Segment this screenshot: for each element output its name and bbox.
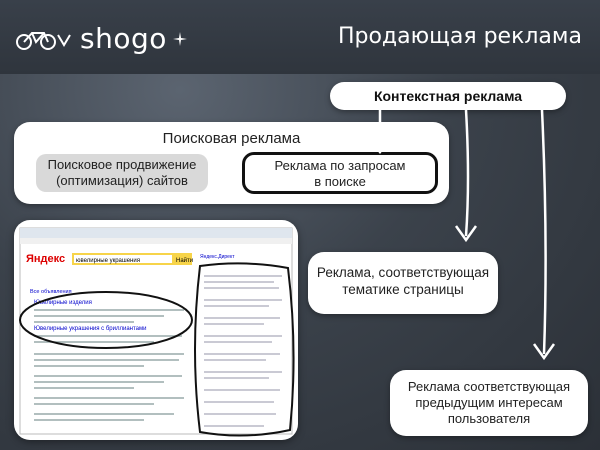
side-heading: Яндекс.Директ	[200, 254, 235, 260]
behavioral-line-1: Реклама соответствующая	[407, 379, 571, 394]
thematic-line-2: тематике страницы	[342, 282, 464, 297]
ad-title-1: Ювелирные изделия	[34, 300, 92, 306]
logo: shogo	[14, 22, 187, 55]
behavioral-ads-box: Реклама соответствующая предыдущим интер…	[390, 370, 588, 436]
yandex-results-image: Яндекс ювелирные украшения Найти Яндекс.…	[19, 227, 295, 437]
seo-box: Поисковое продвижение (оптимизация) сайт…	[36, 154, 208, 192]
ppc-line-1: Реклама по запросам	[274, 158, 406, 173]
behavioral-line-3: пользователя	[447, 411, 531, 426]
search-query: ювелирные украшения	[76, 258, 140, 264]
context-ads-box: Контекстная реклама	[330, 82, 566, 110]
yandex-logo-text: Яндекс	[26, 253, 65, 265]
behavioral-line-2: предыдущим интересам	[415, 395, 563, 410]
find-button: Найти	[176, 257, 193, 264]
thematic-line-1: Реклама, соответствующая	[316, 265, 490, 280]
seo-line-1: Поисковое продвижение	[47, 157, 197, 172]
thematic-ads-box: Реклама, соответствующая тематике страни…	[308, 252, 498, 314]
sparkle-icon	[172, 31, 187, 46]
header-bar	[0, 0, 600, 74]
ppc-box: Реклама по запросам в поиске	[242, 152, 438, 194]
search-ads-heading: Поисковая реклама	[162, 130, 301, 147]
seo-line-2: (оптимизация) сайтов	[56, 173, 188, 188]
logo-text: shogo	[80, 22, 167, 55]
ppc-line-2: в поиске	[314, 174, 366, 189]
yandex-screenshot: Яндекс ювелирные украшения Найти Яндекс.…	[14, 220, 298, 440]
bicycle-icon	[16, 31, 71, 50]
search-ads-box: Поисковая реклама Поисковое продвижение …	[14, 122, 449, 204]
ad-heading: Все объявления	[30, 289, 72, 295]
ad-title-2: Ювелирные украшения с бриллиантами	[34, 326, 146, 332]
slide-title: Продающая реклама	[337, 24, 582, 49]
